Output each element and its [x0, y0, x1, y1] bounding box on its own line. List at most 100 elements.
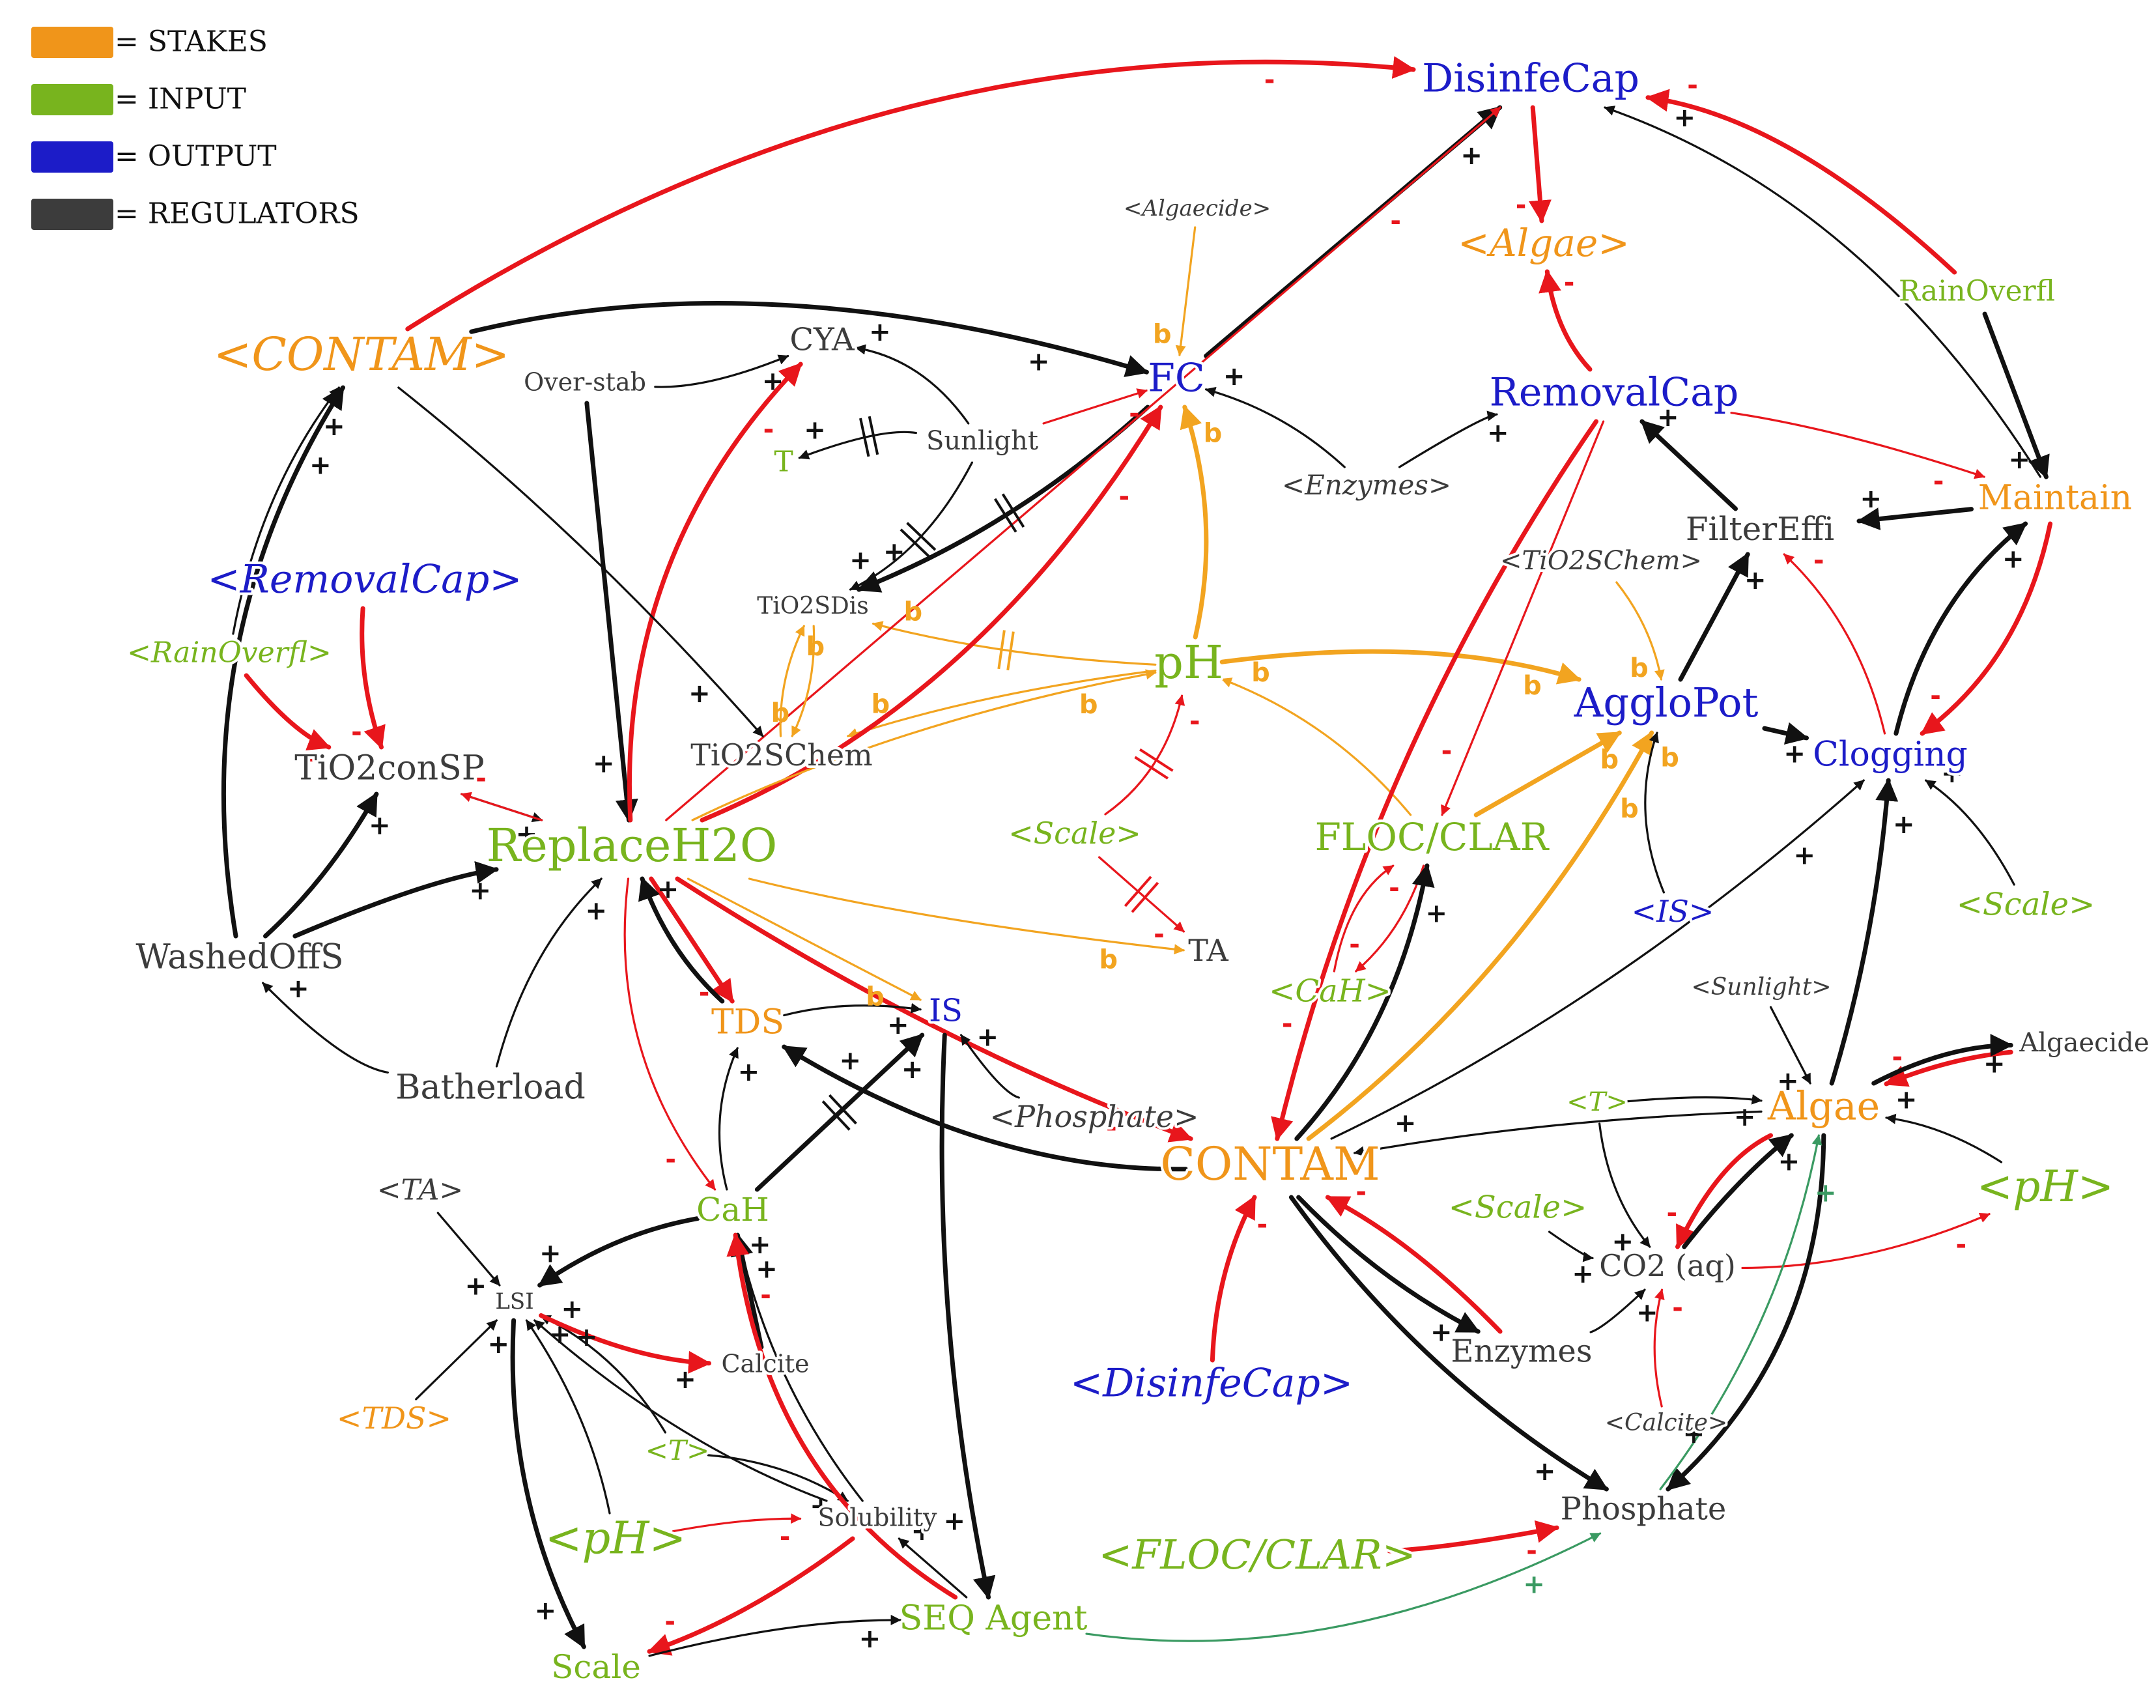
polarity-sign: +	[1395, 1109, 1417, 1139]
node-is: IS	[929, 993, 963, 1029]
node-cya: CYA	[789, 322, 855, 358]
link-cah-shadow-to-flocclar	[1333, 864, 1395, 973]
link-disinfecap-shadow-to-contam	[1210, 1195, 1257, 1363]
link-is-to-seqagent	[939, 1032, 996, 1600]
legend-label-0: = STAKES	[115, 25, 268, 59]
polarity-sign: +	[2002, 544, 2024, 574]
polarity-sign: +	[1612, 1227, 1634, 1257]
polarity-sign: b	[771, 698, 790, 728]
legend-label-3: = REGULATORS	[115, 197, 360, 231]
node-calcite: Calcite	[721, 1350, 809, 1378]
link-replaceh2o-to-cya	[627, 362, 803, 823]
polarity-sign: +	[1683, 1419, 1705, 1449]
polarity-sign: +	[1815, 1178, 1837, 1208]
delay-mark	[1131, 881, 1159, 913]
polarity-sign: +	[323, 412, 345, 442]
link-replaceh2o-to-cah	[623, 877, 716, 1191]
link-sunlight-to-cya	[855, 344, 970, 425]
polarity-sign: -	[1355, 1177, 1367, 1207]
polarity-sign: +	[749, 1230, 771, 1260]
link-tds-to-replaceh2o	[638, 876, 725, 1004]
node-algae: Algae	[1767, 1084, 1880, 1130]
node-is-shadow: <IS>	[1632, 894, 1714, 929]
nodes-layer: DisinfeCap<Algae><Algaecide>RainOverfl<C…	[124, 53, 2152, 1688]
polarity-sign: -	[1672, 1293, 1683, 1323]
node-tds: TDS	[711, 1003, 784, 1042]
node-solubility: Solubility	[817, 1503, 937, 1532]
link-solubility-to-lsi	[533, 1319, 828, 1502]
link-contam-to-agglopot	[1306, 730, 1654, 1141]
legend-swatch-0	[31, 27, 113, 58]
link-enzymes-to-co2	[1589, 1288, 1646, 1333]
polarity-sign: +	[869, 317, 891, 347]
polarity-sign: -	[1687, 70, 1698, 100]
polarity-sign: +	[849, 545, 872, 575]
polarity-sign: -	[1106, 1113, 1117, 1143]
node-t-shadow1: <T>	[1567, 1087, 1628, 1117]
legend-swatch-3	[31, 199, 113, 230]
link-removalcap-shadow-to-tio2consp	[360, 606, 386, 750]
delay-mark	[1001, 493, 1025, 528]
polarity-sign: -	[1933, 466, 1944, 496]
node-ph-shadow1: <pH>	[1977, 1161, 2114, 1212]
polarity-sign: +	[883, 537, 905, 567]
polarity-sign: b	[1630, 653, 1649, 683]
polarity-sign: +	[1895, 1085, 1918, 1115]
links-layer	[221, 56, 2053, 1657]
link-batherload-to-washedoffs	[262, 982, 389, 1074]
node-contam: CONTAM	[1160, 1137, 1380, 1191]
polarity-sign: -	[1189, 706, 1200, 736]
link-phosphate-shadow-to-is	[960, 1034, 1020, 1099]
delay-mark	[906, 522, 937, 551]
link-agglopot-to-clogging	[1762, 722, 1809, 745]
polarity-sign: -	[1955, 1230, 1966, 1260]
link-overstab-to-cya	[654, 354, 789, 388]
node-lsi: LSI	[495, 1288, 533, 1315]
legend-swatch-1	[31, 84, 113, 115]
link-washedoffs-to-replaceh2o	[292, 861, 499, 939]
link-tds-to-is	[783, 1003, 922, 1017]
link-clogging-to-maintain	[1894, 521, 2028, 736]
node-ph: pH	[1154, 636, 1223, 689]
link-rainoverfl-shadow-to-tio2consp	[244, 673, 332, 750]
link-lsi-to-scale	[510, 1318, 586, 1649]
polarity-sign: -	[475, 763, 487, 793]
polarity-sign: +	[287, 974, 309, 1004]
node-disinfecap-shadow: <DisinfeCap>	[1070, 1361, 1353, 1406]
node-seqagent: SEQ Agent	[900, 1599, 1088, 1638]
legend-label-2: = OUTPUT	[115, 140, 277, 173]
link-cah-to-lsi	[537, 1216, 700, 1288]
polarity-sign: b	[1204, 418, 1223, 448]
polarity-sign: +	[762, 367, 784, 397]
link-washedoffs-to-tio2consp	[263, 791, 379, 939]
delay-marks-layer	[821, 416, 1174, 1131]
link-scale-shadow1-to-ta	[1098, 856, 1185, 933]
link-contam-shadow-to-tio2schem	[397, 386, 764, 737]
polarity-sign: b	[806, 632, 825, 662]
polarity-sign: -	[1256, 1210, 1268, 1240]
polarity-sign: b	[1153, 320, 1172, 350]
link-solubility-to-scale	[647, 1536, 855, 1656]
polarity-sign: -	[780, 1522, 791, 1552]
polarity-sign: b	[871, 689, 890, 719]
polarity-sign: b	[1523, 671, 1542, 701]
link-algae-to-phosphate	[1666, 1133, 1826, 1492]
legend-label-1: = INPUT	[115, 83, 246, 116]
polarity-sign: +	[688, 679, 711, 709]
polarity-sign: +	[911, 1516, 933, 1546]
link-tio2sdis-to-tio2schem	[791, 625, 816, 737]
polarity-sign: -	[1666, 1199, 1677, 1229]
delay-mark	[993, 498, 1017, 533]
node-disinfecap: DisinfeCap	[1422, 56, 1639, 102]
polarity-sign: +	[859, 1624, 881, 1654]
link-ph-to-fc	[1180, 405, 1209, 640]
link-t-shadow1-to-algae	[1626, 1094, 1763, 1105]
polarity-sign: -	[1118, 482, 1129, 512]
node-flocclar-shadow: <FLOC/CLAR>	[1098, 1531, 1415, 1578]
link-enzymes-shadow-to-fc	[1205, 387, 1346, 468]
link-flocclar-to-agglopot	[1473, 730, 1622, 818]
polarity-sign: +	[1983, 1049, 2006, 1079]
link-contam-to-flocclar	[1294, 863, 1435, 1141]
delay-mark	[821, 1100, 851, 1131]
link-contam-to-enzymes	[1296, 1195, 1481, 1334]
